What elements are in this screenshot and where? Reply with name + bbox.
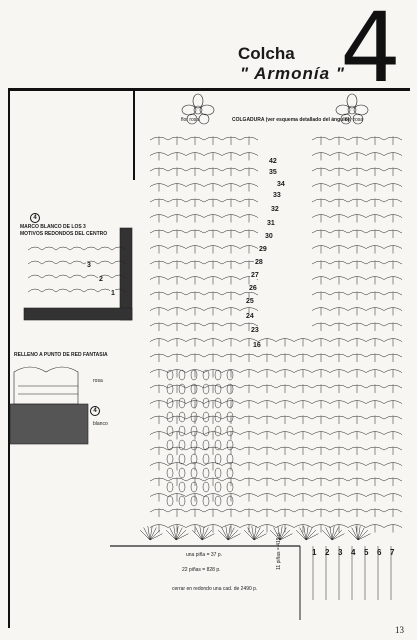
row-number: 16 [252, 342, 262, 349]
row-number: 26 [248, 285, 258, 292]
column-number: 4 [351, 548, 356, 557]
inset-divider [133, 88, 135, 180]
page-title: Colcha [238, 44, 295, 63]
row-number: 33 [272, 192, 282, 199]
label-blanco: blanco [93, 421, 108, 427]
column-number: 3 [338, 548, 343, 557]
row-number: 25 [245, 298, 255, 305]
pattern-number: 4 [340, 0, 402, 104]
row-number: 32 [270, 206, 280, 213]
column-number: 1 [312, 548, 317, 557]
inset-bottom-caption: RELLENO A PUNTO DE RED FANTASIA [14, 352, 108, 358]
inset-row-number: 2 [98, 276, 104, 283]
label-colgadura: COLGADURA (ver esquema detallado del áng… [232, 117, 350, 123]
page-subtitle: " Armonía " [240, 64, 345, 83]
inset-bottom-marker: 4 [90, 406, 100, 416]
header-rule [8, 88, 410, 91]
left-border [8, 88, 10, 628]
column-number: 7 [390, 548, 395, 557]
inset-row-number: 3 [86, 262, 92, 269]
column-number: 6 [377, 548, 382, 557]
row-number: 34 [276, 181, 286, 188]
row-number: 27 [250, 272, 260, 279]
row-number: 35 [268, 169, 278, 176]
row-number: 24 [245, 313, 255, 320]
inset-row-number: 1 [110, 290, 116, 297]
row-number: 30 [264, 233, 274, 240]
row-number: 31 [266, 220, 276, 227]
label-flor-rosa-left: flor rosa [181, 117, 200, 123]
row-number: 23 [250, 327, 260, 334]
inset-top-marker: 4 [30, 213, 40, 223]
flower-right-icon [335, 93, 369, 125]
inset-top-caption-1: MARCO BLANCO DE LOS 3 [20, 224, 86, 230]
inset-top-caption-2: MOTIVOS REDONDOS DEL CENTRO [20, 231, 108, 237]
note-22-pinas: 22 piñas = 828 p. [182, 567, 221, 573]
label-flor-rosa-right: flor rosa [345, 117, 364, 123]
page-number: 13 [395, 625, 404, 635]
row-number: 28 [254, 259, 264, 266]
row-number: 42 [268, 158, 278, 165]
note-pina: una piña = 37 p. [186, 552, 223, 558]
column-number: 2 [325, 548, 330, 557]
flower-left-icon [181, 93, 215, 125]
row-number: 29 [258, 246, 268, 253]
column-number: 5 [364, 548, 369, 557]
label-rosa: rosa [93, 378, 103, 384]
note-cerrar: cerrar en redondo una cad. de 2490 p. [172, 586, 258, 592]
